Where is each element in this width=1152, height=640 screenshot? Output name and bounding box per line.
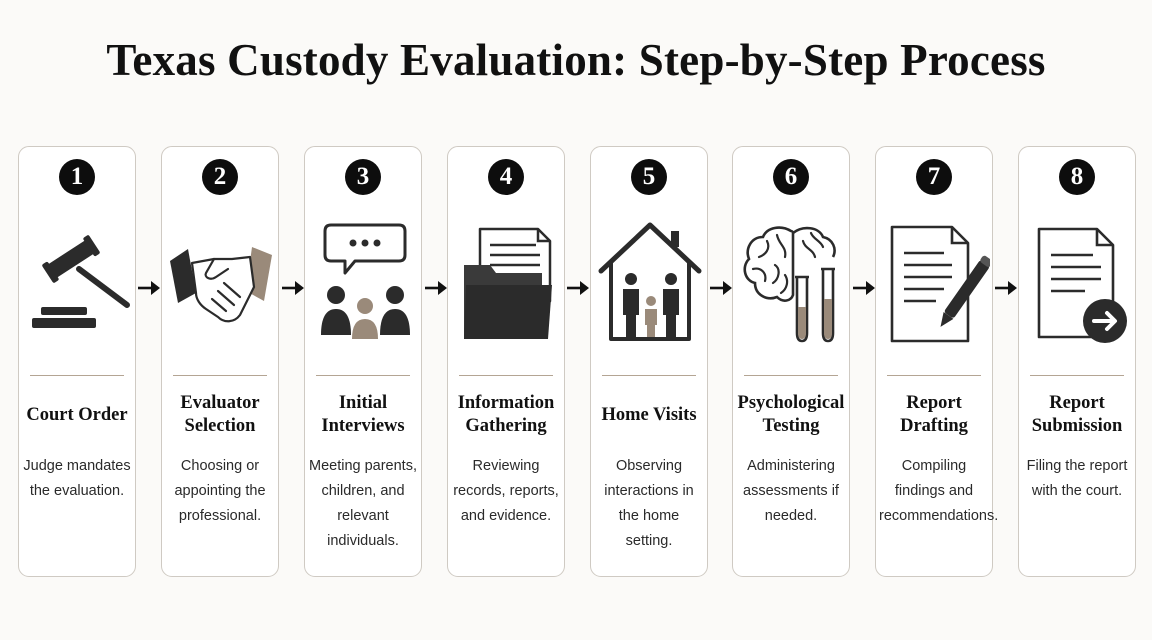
step-description: Administering assessments if needed. [743, 458, 839, 524]
step-number-badge: 3 [345, 159, 381, 195]
step-label: Report Drafting [900, 393, 968, 436]
step-card-5: 5 Home Visits Observing interactions in … [590, 146, 708, 577]
step-label: Information Gathering [457, 393, 555, 436]
divider [602, 375, 696, 376]
step-card-2: 2 Evaluator Selection Choosing or appoin… [161, 146, 279, 577]
step-label: Psychological Testing [737, 393, 845, 436]
divider [1030, 375, 1124, 376]
step-number-badge: 1 [59, 159, 95, 195]
page-title: Texas Custody Evaluation: Step-by-Step P… [106, 35, 1046, 85]
step-card-4: 4 Information Gathering Reviewing record… [447, 146, 565, 577]
step-card-8: 8 Report Submission Filing the report wi… [1018, 146, 1136, 577]
step-label: Report Submission [1031, 393, 1123, 436]
step-label: Court Order [26, 404, 128, 425]
document-submit-icon [1023, 217, 1133, 347]
divider [459, 375, 553, 376]
step-description: Meeting parents, children, and relevant … [308, 458, 417, 549]
step-label: Initial Interviews [321, 393, 405, 436]
step-card-3: 3 Initial Interviews Meeting parents, ch… [304, 146, 422, 577]
divider [316, 375, 410, 376]
folder-documents-icon [452, 217, 562, 347]
handshake-icon [166, 217, 276, 347]
step-label: Evaluator Selection [180, 393, 260, 436]
step-number-badge: 6 [773, 159, 809, 195]
gavel-icon [23, 217, 133, 347]
step-number-badge: 5 [631, 159, 667, 195]
step-description: Judge mandates the evaluation. [23, 458, 131, 499]
step-description: Compiling findings and recommendations. [879, 458, 999, 524]
arrow-right-icon [994, 279, 1018, 297]
step-description: Reviewing records, reports, and evidence… [453, 458, 559, 524]
step-number-badge: 4 [488, 159, 524, 195]
arrow-right-icon [281, 279, 305, 297]
step-number-badge: 7 [916, 159, 952, 195]
step-card-1: 1 Court Order Judge mandates the evaluat… [18, 146, 136, 577]
arrow-right-icon [424, 279, 448, 297]
arrow-right-icon [566, 279, 590, 297]
step-description: Observing interactions in the home setti… [604, 458, 694, 549]
arrow-right-icon [709, 279, 733, 297]
arrow-right-icon [137, 279, 161, 297]
divider [744, 375, 838, 376]
step-label: Home Visits [601, 404, 697, 425]
step-card-6: 6 Psychological Testing Administering as… [732, 146, 850, 577]
step-number-badge: 8 [1059, 159, 1095, 195]
divider [30, 375, 124, 376]
step-card-7: 7 Report Drafting Compiling findings and… [875, 146, 999, 577]
step-description: Choosing or appointing the professional. [174, 458, 266, 524]
divider [173, 375, 267, 376]
group-chat-icon [309, 217, 419, 347]
family-house-icon [595, 217, 705, 347]
brain-test-tubes-icon [737, 217, 847, 347]
step-number-badge: 2 [202, 159, 238, 195]
step-description: Filing the report with the court. [1026, 458, 1128, 499]
arrow-right-icon [852, 279, 876, 297]
divider [887, 375, 981, 376]
document-pen-icon [880, 217, 990, 347]
